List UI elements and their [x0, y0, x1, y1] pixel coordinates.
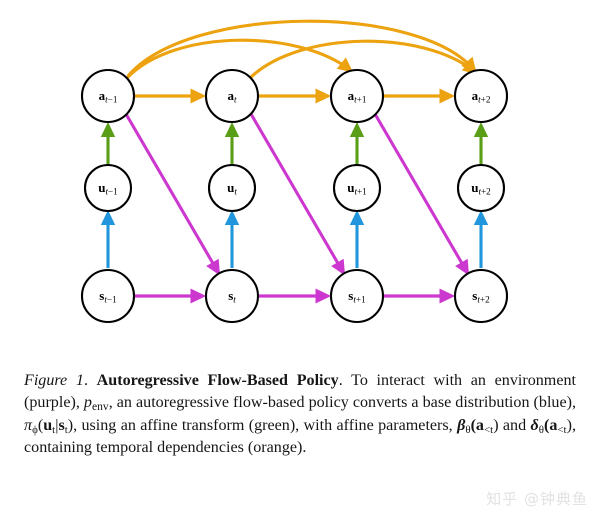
node-a-t-1[interactable]: at−1 [80, 68, 136, 124]
figure-graphic: at−1 at at+1 at+2 ut−1 ut [80, 19, 509, 324]
caption-pi-conditional-bar: | [55, 416, 59, 434]
node-circle [453, 268, 509, 324]
bayesian-network-diagram: at−1 at at+1 at+2 ut−1 ut [80, 19, 509, 324]
node-s-t+2[interactable]: st+2 [453, 268, 509, 324]
node-circle [453, 68, 509, 124]
node-label: ut+1 [347, 180, 367, 197]
caption-delta-symbol: δ [530, 416, 539, 434]
caption-separator: . [83, 372, 88, 389]
node-label: st−1 [99, 288, 117, 305]
node-u-t+2[interactable]: ut+2 [456, 163, 506, 213]
figure-caption: Figure 1. Autoregressive Flow-Based Poli… [24, 370, 576, 460]
caption-pi-u-subscript: t [52, 423, 56, 436]
caption-segment-4: and [498, 416, 531, 434]
node-circle [204, 68, 260, 124]
edge-purple-a2-s3 [249, 113, 346, 276]
edge-orange-curve-a1-a4 [126, 19, 477, 78]
node-circle [329, 68, 385, 124]
caption-delta-args-subscript: <t [557, 423, 567, 436]
caption-pi-paren-close: ) [67, 416, 74, 434]
node-s-t-1[interactable]: st−1 [80, 268, 136, 324]
node-circle [80, 68, 136, 124]
caption-pi-s-symbol: s [58, 416, 65, 434]
caption-pi-paren-open: ( [37, 416, 44, 434]
green-vertical-edges [100, 121, 489, 164]
caption-beta-args-subscript: <t [483, 423, 494, 436]
caption-pi-u-symbol: u [43, 416, 53, 434]
node-a-t+1[interactable]: at+1 [329, 68, 385, 124]
node-label: ut+2 [471, 180, 491, 197]
node-label: at+1 [348, 88, 367, 105]
caption-pi-subscript: ϕ [32, 423, 38, 436]
purple-diagonal-edges [124, 113, 470, 276]
node-circle [456, 163, 506, 213]
caption-beta-args: (a [470, 416, 484, 434]
caption-title: Autoregressive Flow-Based Policy [96, 372, 339, 389]
node-label: st [228, 288, 236, 305]
node-s-t[interactable]: st [204, 268, 260, 324]
node-label: at−1 [99, 88, 118, 105]
caption-delta-subscript: θ [538, 423, 544, 436]
edge-purple-a3-s4 [373, 113, 470, 276]
node-circle [204, 268, 260, 324]
caption-beta-args-close: ) [493, 416, 499, 434]
edge-purple-a1-s2 [124, 113, 221, 276]
node-label: st+2 [472, 288, 490, 305]
node-label: ut [227, 180, 237, 197]
node-circle [80, 268, 136, 324]
node-circle [329, 268, 385, 324]
blue-vertical-edges [100, 209, 489, 268]
caption-beta-symbol: β [457, 416, 466, 434]
caption-pi-symbol: π [24, 416, 33, 434]
orange-curved-edges [125, 19, 479, 80]
caption-pi-s-subscript: t [64, 423, 68, 436]
caption-segment-2: , an autoregressive flow-based policy co… [108, 394, 576, 412]
node-circle [332, 163, 382, 213]
node-label: at [227, 88, 237, 105]
caption-p-env-symbol: p [83, 394, 92, 412]
node-circle [207, 163, 257, 213]
zhihu-watermark: 知乎 @钟典鱼 [486, 490, 588, 508]
caption-delta-args-close: ) [566, 416, 572, 434]
caption-delta-args: (a [543, 416, 558, 434]
edge-orange-curve-a1-a3 [125, 38, 354, 80]
caption-segment-3: , using an affine transform (green), wit… [73, 416, 458, 434]
node-label: ut−1 [98, 180, 118, 197]
caption-segment-1: . To interact with an environment (purpl… [24, 372, 576, 412]
node-label: st+1 [348, 288, 366, 305]
node-u-t+1[interactable]: ut+1 [332, 163, 382, 213]
node-a-t[interactable]: at [204, 68, 260, 124]
caption-segment-5: , containing temporal dependencies (oran… [24, 416, 576, 457]
node-u-t-1[interactable]: ut−1 [83, 163, 133, 213]
caption-figure-number: Figure 1 [24, 372, 84, 389]
node-a-t+2[interactable]: at+2 [453, 68, 509, 124]
caption-beta-subscript: θ [465, 423, 471, 436]
caption-p-env-subscript: env [91, 400, 109, 414]
node-s-t+1[interactable]: st+1 [329, 268, 385, 324]
edge-orange-curve-a2-a4 [248, 39, 479, 80]
node-u-t[interactable]: ut [207, 163, 257, 213]
node-circle [83, 163, 133, 213]
node-label: at+2 [472, 88, 491, 105]
